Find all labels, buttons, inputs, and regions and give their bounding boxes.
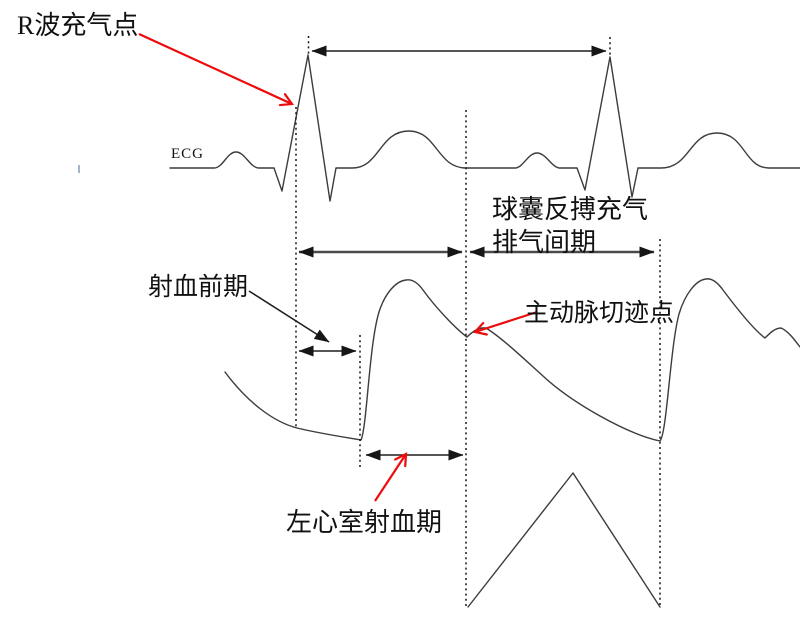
pre-ejection-period-label: 射血前期 (148, 274, 249, 301)
r-wave-inflation-point-label: R波充气点 (17, 11, 139, 40)
aortic-notch-pointer-arrow (472, 310, 538, 336)
lv-ejection-pointer-arrow (374, 452, 408, 502)
balloon-interval-line1: 球囊反搏充气 (492, 195, 649, 224)
pre-ejection-pointer-arrow (248, 290, 330, 343)
arterial-pressure-waveform (224, 278, 800, 442)
ecg-waveform (169, 54, 800, 202)
balloon-inflation-waveform (467, 472, 661, 608)
lv-ejection-period-label: 左心室射血期 (286, 508, 443, 537)
aortic-notch-point-label: 主动脉切迹点 (524, 300, 675, 327)
balloon-counterpulsation-interval-label: 球囊反搏充气 排气间期 (492, 193, 648, 259)
stray-scan-mark (78, 165, 80, 173)
ecg-label: ECG (171, 146, 204, 162)
balloon-interval-line2: 排气间期 (492, 228, 597, 257)
r-wave-pointer-arrow (138, 32, 295, 107)
